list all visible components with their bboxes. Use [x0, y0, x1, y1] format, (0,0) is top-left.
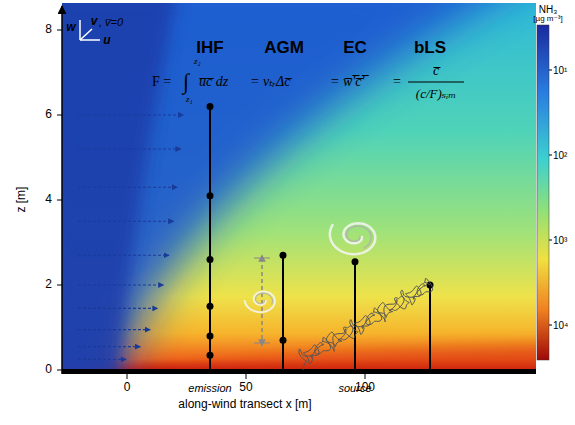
axis-label: 0	[124, 381, 131, 394]
u-axis	[80, 39, 100, 41]
wind-arrow	[78, 148, 181, 149]
upwind-air	[62, 3, 180, 370]
eddy	[245, 292, 275, 313]
sensor-dot	[207, 333, 214, 340]
formula-text: ∫	[183, 70, 189, 94]
wind-arrow	[78, 187, 177, 188]
eddy	[256, 293, 273, 304]
method-heading: EC	[343, 39, 367, 58]
gradient-cap	[254, 258, 270, 259]
tick	[549, 155, 552, 156]
tick	[549, 70, 552, 71]
mast	[429, 285, 431, 370]
axis-label: 8	[45, 23, 52, 36]
wind-arrow	[78, 114, 183, 115]
colorbar-label: 10²	[553, 150, 567, 161]
formula-text: = w̅'̅c̅'̅	[330, 74, 365, 89]
coordinate-label: , v̅=0	[99, 16, 123, 28]
axis-label: 2	[45, 278, 52, 291]
ground-bar	[62, 369, 536, 374]
tick	[57, 115, 62, 116]
tick	[246, 374, 247, 379]
sensor-dot	[207, 103, 214, 110]
towers	[207, 103, 434, 370]
surface-layer	[122, 345, 536, 370]
axis-label: along-wind transect x [m]	[178, 398, 311, 411]
mast	[354, 262, 356, 370]
colorbar-label: NH₃	[539, 4, 558, 15]
formula-text: c̅	[433, 63, 439, 78]
formula-text: z₂	[194, 57, 201, 67]
tick	[365, 374, 366, 379]
formula-text: =	[393, 74, 401, 89]
sensor-dot	[280, 337, 287, 344]
tick	[127, 374, 128, 379]
method-heading: bLS	[414, 39, 446, 58]
colorbar-label: 10⁴	[553, 320, 568, 331]
gradient-arrow	[261, 258, 263, 343]
colorbar-label: [µg m⁻³]	[533, 15, 562, 24]
axis-ticks	[57, 30, 365, 379]
tick	[549, 325, 552, 326]
wind-profile	[78, 115, 183, 359]
wind-arrow	[78, 346, 140, 347]
w-axis	[79, 20, 81, 40]
wind-arrow	[78, 329, 150, 330]
tick	[57, 200, 62, 201]
gradient-cap	[254, 343, 270, 344]
colorbar-label: 10¹	[553, 65, 567, 76]
lagrangian-trajectory	[299, 278, 433, 369]
z-axis	[61, 6, 63, 374]
coordinate-label: w	[66, 21, 75, 34]
axis-label: 4	[45, 193, 52, 206]
colorbar	[537, 25, 549, 360]
eddy	[347, 226, 372, 248]
eddies	[245, 223, 376, 312]
wind-arrow	[78, 359, 126, 360]
method-heading: IHF	[196, 39, 223, 58]
mast	[282, 255, 284, 370]
colorbar-label: 10³	[553, 235, 567, 246]
axis-label: z [m]	[15, 187, 28, 213]
wind-arrow	[78, 221, 174, 222]
sensor-dot	[207, 303, 214, 310]
formula-text: F =	[152, 74, 171, 89]
tick	[57, 30, 62, 31]
formula-text: u̅c̅ dz	[199, 74, 228, 89]
tick	[57, 370, 62, 371]
sensor-dot	[352, 258, 359, 265]
axis-label: emission	[188, 382, 231, 394]
eddy	[330, 223, 375, 254]
wind-arrow	[78, 308, 158, 309]
method-heading: AGM	[264, 39, 304, 58]
tick	[57, 285, 62, 286]
v-axis	[80, 29, 92, 40]
clean-air-plume	[62, 3, 536, 370]
axis-label: 100	[355, 381, 375, 394]
axis-label: 0	[45, 363, 52, 376]
tick	[549, 240, 552, 241]
mast	[209, 107, 211, 371]
coordinate-label: u	[103, 34, 110, 47]
formula-text: z₁	[186, 95, 193, 105]
fraction-bar	[408, 81, 464, 82]
formula-text: = vₜᵣΔc̅	[250, 74, 291, 89]
axis-label: 50	[239, 381, 252, 394]
wind-arrow	[78, 255, 169, 256]
formula-text: (c/F)ₛᵢₘ	[416, 87, 456, 101]
coordinate-label: v	[91, 15, 98, 28]
colorbar-ticks	[549, 70, 552, 325]
sensor-dot	[207, 192, 214, 199]
sensor-dot	[207, 256, 214, 263]
sensor-dot	[280, 252, 287, 259]
wind-arrow	[78, 284, 164, 285]
field	[62, 3, 536, 370]
axis-label: 6	[45, 108, 52, 121]
sensor-dot	[207, 352, 214, 359]
